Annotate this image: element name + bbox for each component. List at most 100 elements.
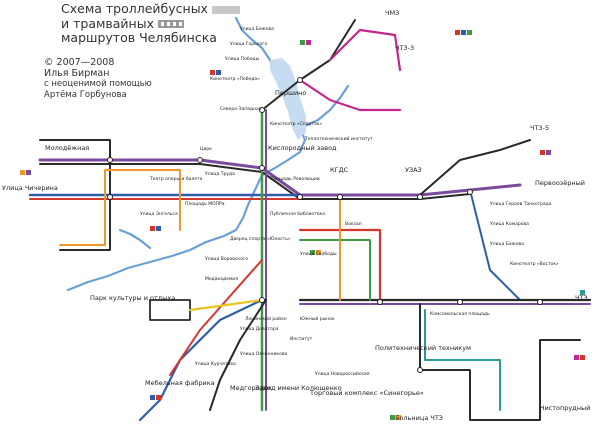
marker (390, 415, 395, 420)
stop-label: Улица Новороссийская (315, 370, 370, 377)
marker (210, 70, 215, 75)
stop-label: Ленинский район (245, 315, 287, 322)
stop-label: Улица Воровского (205, 256, 248, 262)
stop-label: Кинотеатр «Победа» (210, 76, 260, 82)
line-sw-2 (169, 259, 263, 376)
label-bolnitsa: Больница ЧТЗ (395, 414, 443, 422)
marker (300, 40, 305, 45)
route-lines (28, 19, 592, 422)
stop-label: Площадь Революции (270, 176, 320, 182)
station-7[interactable] (259, 297, 265, 303)
station-3[interactable] (259, 165, 265, 171)
marker (26, 170, 31, 175)
line-north-2 (298, 78, 402, 112)
tram-legend-swatch (158, 20, 184, 28)
stop-label: Вокзал (345, 221, 362, 227)
river-branch (118, 228, 152, 250)
stop-label: Площадь МОПРа (185, 201, 225, 207)
label-kgds: КГДС (330, 166, 349, 174)
label-ctz3: ЧТЗ-3 (395, 44, 414, 52)
line-left-orange (59, 169, 181, 246)
station-1[interactable] (107, 157, 113, 163)
stop-label: Северо-Западная (220, 106, 262, 112)
stop-label: Медакадемия (205, 276, 238, 282)
stop-label: Улица Горького (230, 41, 268, 47)
label-ctz5: ЧТЗ-5 (530, 124, 549, 132)
marker (310, 250, 315, 255)
label-politech: Политехнический техникум (375, 344, 471, 352)
line-se-teal (424, 309, 501, 411)
stop-label: Теплотехнический институт (304, 135, 373, 142)
line-north-1 (261, 19, 356, 111)
stop-label: Улица Героев Танкограда (490, 201, 552, 207)
stop-label: Улица Курчатова (195, 361, 236, 367)
title-line-3: маршрутов Челябинска (61, 30, 217, 45)
marker (461, 30, 466, 35)
stop-label: Улица Бажова (490, 241, 524, 247)
line-park-loop (149, 299, 191, 321)
label-medgorodok: Медгородок (230, 384, 272, 392)
station-10[interactable] (537, 299, 543, 305)
station-15[interactable] (417, 367, 423, 373)
stop-label: Публичная библиотека (270, 211, 325, 217)
station-13[interactable] (107, 194, 113, 200)
station-9[interactable] (457, 299, 463, 305)
stop-label: Улица Комарова (490, 221, 529, 227)
station-14[interactable] (467, 189, 473, 195)
line-center-box-2 (299, 239, 371, 301)
stop-label: Институт (290, 336, 313, 342)
label-pervoozerny: Первоозёрный (535, 179, 585, 187)
station-5[interactable] (337, 194, 343, 200)
line-east-spur-2 (469, 189, 521, 301)
station-2[interactable] (197, 157, 203, 163)
marker (580, 355, 585, 360)
terminal-labels: ЧМЗ ЧТЗ-3 Першино Кислородный завод Перв… (2, 9, 590, 422)
help-prefix: с неоценимой помощью (44, 79, 152, 89)
label-uzaz: УЗАЗ (405, 166, 422, 174)
marker (396, 415, 401, 420)
marker (580, 290, 585, 295)
route-markers (20, 30, 585, 420)
title-line-1: Схема троллейбусных (61, 1, 240, 17)
station-4[interactable] (297, 194, 303, 200)
marker (455, 30, 460, 35)
copyright: © 2007—2008 (44, 57, 115, 68)
label-sinegorye: Торговый комплекс «Синегорье» (309, 389, 424, 397)
marker (546, 150, 551, 155)
marker (150, 226, 155, 231)
stop-label: Улица Бажова (240, 26, 274, 32)
line-sw-3 (209, 299, 267, 411)
station-12[interactable] (297, 77, 303, 83)
stop-labels: Улица Бажова Улица Горького Улица Победы… (140, 26, 559, 377)
stop-label: Улица Победы (225, 56, 260, 62)
station-11[interactable] (259, 107, 265, 113)
label-chelyabinsk-left: Улица Чичерина (2, 184, 58, 192)
line-east-spur (419, 139, 531, 196)
label-chistoprudny: Чистопрудный (540, 404, 590, 412)
stop-label: Комсомольская площадь (430, 311, 490, 317)
stations (107, 77, 543, 373)
station-6[interactable] (417, 194, 423, 200)
marker (467, 30, 472, 35)
label-mebel: Мебельная фабрика (145, 379, 215, 387)
stop-label: Улица Овчинникова (240, 351, 288, 357)
marker (156, 226, 161, 231)
marker (150, 395, 155, 400)
stop-label: Кинотеатр «Спартак» (270, 121, 322, 127)
label-park: Парк культуры и отдыха (90, 294, 175, 302)
line-sw-1 (138, 298, 264, 422)
stop-label: Кинотеатр «Восток» (510, 261, 559, 267)
stop-label: Улица Доватора (240, 326, 279, 332)
stop-label: Южный рынок (300, 315, 335, 322)
stop-label: Улица Труда (205, 171, 235, 177)
map-title: Схема троллейбусных и трамвайных маршрут… (61, 1, 240, 46)
marker (156, 395, 161, 400)
station-8[interactable] (377, 299, 383, 305)
label-molodezhnaya: Молодёжная (45, 144, 89, 152)
lake-shape (270, 58, 306, 140)
title-line-2: и трамвайных (61, 16, 240, 32)
marker (540, 150, 545, 155)
marker (216, 70, 221, 75)
line-north-3 (328, 28, 402, 72)
